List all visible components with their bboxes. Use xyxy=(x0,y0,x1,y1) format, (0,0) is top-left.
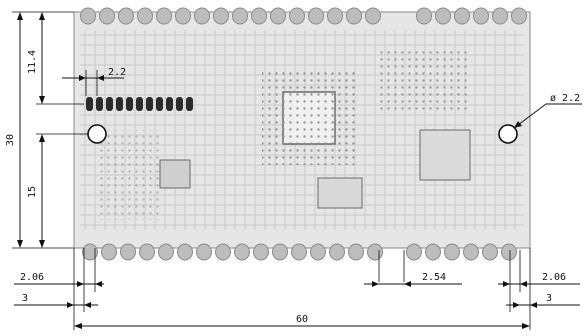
secondary-chip-right xyxy=(419,129,471,181)
dim-label-header-spacing: 2.2 xyxy=(108,67,126,78)
header-pin xyxy=(86,97,93,111)
bottom-pad xyxy=(329,243,345,261)
bottom-pad xyxy=(253,243,269,261)
top-pad xyxy=(251,7,267,25)
bottom-pad xyxy=(463,243,479,261)
dim-label-hole-diameter: ø 2.2 xyxy=(550,93,580,104)
header-pin xyxy=(166,97,173,111)
top-pad xyxy=(473,7,489,25)
header-pin xyxy=(146,97,153,111)
top-pad xyxy=(156,7,172,25)
bottom-pad xyxy=(406,243,422,261)
top-pad xyxy=(270,7,286,25)
top-pad xyxy=(435,7,451,25)
top-pad xyxy=(289,7,305,25)
header-pin xyxy=(126,97,133,111)
bottom-pad xyxy=(234,243,250,261)
pin-header-row xyxy=(86,97,193,111)
bottom-pad xyxy=(291,243,307,261)
top-pad xyxy=(137,7,153,25)
top-pad xyxy=(308,7,324,25)
header-pin xyxy=(156,97,163,111)
bottom-edge-pads xyxy=(82,243,517,261)
secondary-chip-left xyxy=(159,159,191,189)
mcu-via-array xyxy=(262,70,357,165)
mounting-hole-left xyxy=(87,124,107,144)
bottom-pad xyxy=(158,243,174,261)
bottom-pad xyxy=(272,243,288,261)
top-pad xyxy=(365,7,381,25)
bottom-pad xyxy=(82,243,98,261)
header-pin xyxy=(106,97,113,111)
via-field-right xyxy=(380,50,470,110)
bottom-pad xyxy=(501,243,517,261)
header-pin xyxy=(116,97,123,111)
dim-label-right-pad-offset: 2.06 xyxy=(542,272,566,283)
bottom-pad xyxy=(425,243,441,261)
bottom-pad xyxy=(177,243,193,261)
top-pad xyxy=(213,7,229,25)
bottom-pad xyxy=(482,243,498,261)
bottom-pad xyxy=(196,243,212,261)
top-pad xyxy=(416,7,432,25)
header-pin xyxy=(136,97,143,111)
top-pad xyxy=(194,7,210,25)
bottom-pad xyxy=(101,243,117,261)
bottom-pad xyxy=(444,243,460,261)
top-edge-pads xyxy=(80,7,527,25)
top-pad xyxy=(346,7,362,25)
dim-label-top-offset: 11.4 xyxy=(27,50,38,74)
top-pad xyxy=(511,7,527,25)
dim-label-left-pad-offset: 2.06 xyxy=(20,272,44,283)
bottom-pad xyxy=(120,243,136,261)
dim-label-right-edge: 3 xyxy=(546,293,552,304)
top-pad xyxy=(454,7,470,25)
header-pin xyxy=(176,97,183,111)
pcb-board xyxy=(73,7,531,261)
top-pad xyxy=(327,7,343,25)
dim-label-lower-offset: 15 xyxy=(27,186,38,198)
top-pad xyxy=(99,7,115,25)
bottom-pad xyxy=(310,243,326,261)
bottom-pad xyxy=(348,243,364,261)
header-pin xyxy=(186,97,193,111)
top-pad xyxy=(232,7,248,25)
dimension-annotations: 30 11.4 15 2.2 ø 2.2 xyxy=(5,11,582,330)
bottom-pad xyxy=(139,243,155,261)
top-pad xyxy=(80,7,96,25)
bottom-pad xyxy=(215,243,231,261)
top-pad xyxy=(118,7,134,25)
dim-label-pad-pitch: 2.54 xyxy=(422,272,446,283)
mounting-hole-right xyxy=(498,124,518,144)
dim-label-left-edge: 3 xyxy=(22,293,28,304)
top-pad xyxy=(175,7,191,25)
top-pad xyxy=(492,7,508,25)
dim-label-height-total: 30 xyxy=(5,134,16,146)
dim-label-width-total: 60 xyxy=(296,314,308,325)
bottom-pad xyxy=(367,243,383,261)
via-field-left xyxy=(100,130,160,220)
header-pin xyxy=(96,97,103,111)
secondary-chip-mid xyxy=(317,177,363,209)
